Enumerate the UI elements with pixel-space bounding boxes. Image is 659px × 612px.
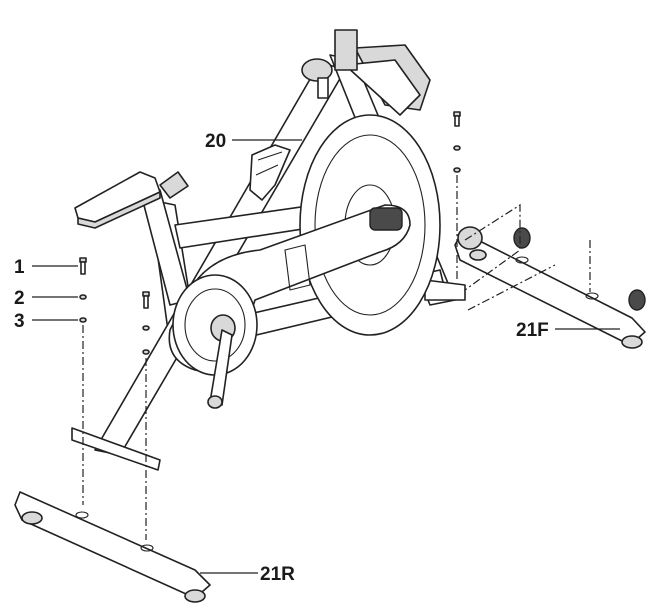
water-bottle-holder: [249, 144, 291, 201]
callout-label-21R: 21R: [260, 564, 295, 585]
rear-stabilizer: [14, 491, 211, 603]
callout-label-2: 2: [14, 288, 25, 309]
callout-label-1: 1: [14, 257, 25, 278]
callout-label-20: 20: [205, 131, 226, 152]
washer-3: [79, 317, 87, 323]
crank-arm: [207, 329, 233, 409]
front-stabilizer: [454, 226, 646, 349]
bolt-rear-right: [142, 291, 150, 355]
handlebar-post: [334, 29, 358, 71]
callout-label-21F: 21F: [516, 320, 549, 341]
seat-adjust-knob: [159, 171, 189, 199]
bolt-1: [79, 257, 87, 275]
chain-guard: [168, 204, 411, 376]
alignment-lines: [82, 175, 591, 540]
bolt-front: [453, 111, 461, 173]
washer-2: [79, 294, 87, 300]
seat: [74, 171, 161, 229]
callout-label-3: 3: [14, 311, 25, 332]
resistance-knob: [301, 58, 333, 99]
leader-lines: [32, 139, 620, 574]
flywheel-guard: [344, 44, 431, 116]
